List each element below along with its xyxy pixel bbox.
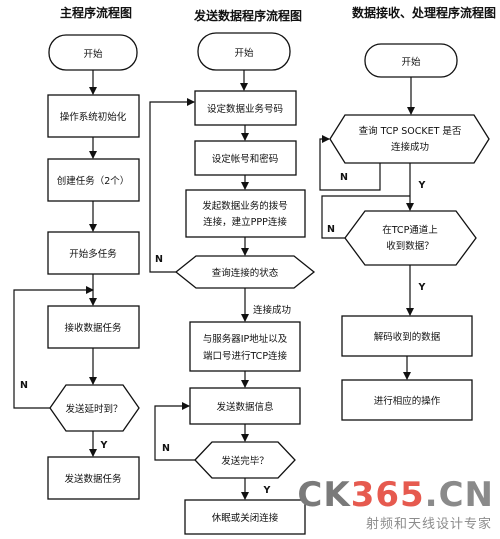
recv-operate-box	[341, 379, 473, 421]
ck365-watermark-logo: CK365.CN 射频和天线设计专家	[294, 475, 494, 533]
send-dial-label-line1: 发起数据业务的拨号	[202, 200, 288, 212]
send-service-no-box	[194, 90, 297, 126]
recv-operate-label: 进行相应的操作	[374, 395, 441, 407]
recv-socket-no-label: N	[340, 172, 348, 183]
recv-loop-tcp-no	[321, 195, 410, 239]
main-start-multitask-box	[47, 231, 140, 275]
main-send-delay-label: 发送延时到？	[65, 403, 122, 415]
recv-decode-box	[341, 315, 473, 357]
send-dial-box	[185, 189, 306, 238]
recv-query-socket-label-line1: 查询 TCP SOCKET 是否	[359, 125, 462, 137]
send-loop-query-no	[149, 98, 195, 273]
send-info-box	[189, 387, 301, 425]
main-init-os-box	[47, 94, 140, 138]
send-loop-done-no	[154, 402, 195, 461]
recv-socket-yes-label: Y	[418, 180, 426, 191]
send-start-label: 开始	[234, 47, 254, 59]
send-done-yes-label: Y	[263, 485, 271, 496]
main-loop-no	[13, 286, 94, 409]
main-recv-task-label: 接收数据任务	[64, 322, 122, 334]
brand-part-ck: CK	[297, 475, 351, 515]
main-start-multitask-label: 开始多任务	[69, 248, 117, 260]
send-dial-label-line2: 连接，建立PPP连接	[203, 216, 287, 228]
recv-decode-label: 解码收到的数据	[374, 331, 441, 343]
recv-tcp-data-decision	[344, 210, 477, 266]
brand-part-365: 365	[350, 475, 425, 515]
recv-query-socket-decision	[329, 114, 490, 164]
send-conn-success-label: 连接成功	[253, 304, 291, 316]
send-tcp-connect-label-line1: 与服务器IP地址以及	[203, 333, 288, 345]
recv-tcp-data-label-line2: 收到数据？	[386, 240, 434, 252]
brand-part-cn: .CN	[424, 475, 494, 515]
send-done-no-label: N	[162, 443, 170, 454]
send-info-label: 发送数据信息	[216, 401, 273, 413]
ck365-tagline: 射频和天线设计专家	[365, 517, 492, 532]
main-create-tasks-label: 创建任务（2个）	[57, 175, 130, 187]
recv-query-socket-label-line2: 连接成功	[391, 141, 429, 153]
send-done-decision	[194, 441, 296, 479]
send-query-no-label: N	[155, 254, 163, 265]
send-query-state-decision	[174, 255, 316, 289]
recv-tcp-yes-label: Y	[418, 282, 426, 293]
title-main-flowchart: 主程序流程图	[60, 5, 132, 20]
title-recv-flowchart: 数据接收、处理程序流程图	[352, 5, 496, 20]
recv-tcp-no-label: N	[327, 224, 335, 235]
main-send-delay-decision	[49, 384, 140, 432]
main-create-tasks-box	[47, 158, 140, 202]
send-done-label: 发送完毕？	[221, 455, 269, 467]
send-sleep-close-box	[184, 499, 306, 535]
main-yes-label: Y	[100, 440, 108, 451]
send-tcp-connect-label-line2: 端口号进行TCP连接	[203, 350, 288, 362]
main-init-os-label: 操作系统初始化	[60, 111, 127, 123]
recv-loop-socket-no	[319, 135, 381, 191]
recv-start-label: 开始	[401, 56, 421, 68]
send-account-label: 设定帐号和密码	[212, 153, 279, 165]
ck365-brand-text: CK365.CN	[297, 475, 494, 515]
main-send-task-label: 发送数据任务	[64, 473, 122, 485]
title-send-flowchart: 发送数据程序流程图	[193, 8, 302, 23]
main-no-label: N	[20, 380, 28, 391]
send-sleep-close-label: 休眠或关闭连接	[212, 512, 279, 524]
main-send-task-box	[47, 456, 140, 500]
recv-tcp-data-label-line1: 在TCP通道上	[382, 224, 438, 236]
main-start-label: 开始	[83, 48, 103, 60]
send-query-state-label: 查询连接的状态	[212, 267, 279, 279]
send-service-no-label: 设定数据业务号码	[207, 103, 283, 115]
send-tcp-connect-box	[189, 321, 301, 372]
